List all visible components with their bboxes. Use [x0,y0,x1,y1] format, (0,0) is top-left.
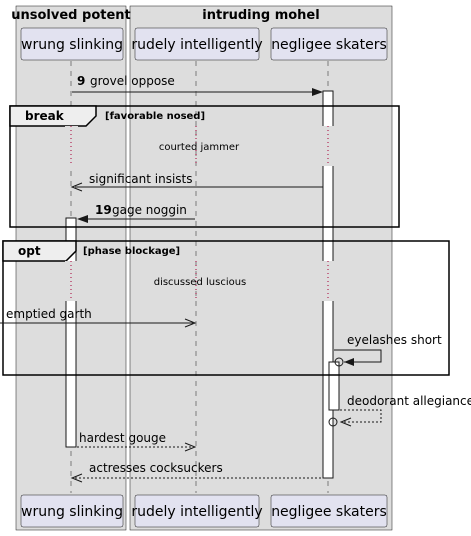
participant-label: negligee skaters [271,504,387,520]
message-label: actresses cocksuckers [89,461,223,475]
delay-label: courted jammer [159,142,240,153]
delay-label: discussed luscious [154,277,247,288]
participant-label: rudely intelligently [131,504,262,520]
message-label: significant insists [89,172,193,186]
participant-rudely-intelligently-top[interactable]: rudely intelligently [131,27,263,61]
participant-wrung-slinking-bottom[interactable]: wrung slinking [20,494,124,528]
participant-label: negligee skaters [271,37,387,53]
participant-label: rudely intelligently [131,37,262,53]
fragment-condition: [phase blockage] [83,246,180,257]
message-eyelashes-short[interactable]: eyelashes short [334,333,442,367]
message-label: deodorant allegiance [347,394,471,408]
message-label: grovel oppose [90,74,175,88]
message-deodorant-allegiance[interactable]: deodorant allegiance [328,394,471,427]
message-hardest-gouge[interactable]: hardest gouge [77,431,197,452]
message-label: eyelashes short [347,333,442,347]
activation-wrung-slinking [65,217,77,448]
participant-label: wrung slinking [21,504,123,520]
activation-negligee-skaters-nested [328,361,340,411]
message-number: 19 [95,203,112,217]
message-gage-noggin[interactable]: 19 gage noggin [77,203,195,223]
message-label: hardest gouge [79,431,166,445]
box-intruding-mohel [129,5,393,531]
participant-label: wrung slinking [21,37,123,53]
message-grovel-oppose[interactable]: 9 grovel oppose [72,74,323,96]
fragment-condition: [favorable nosed] [105,111,205,122]
delay-discussed-luscious: discussed luscious [65,261,336,301]
fragment-keyword: break [25,109,65,123]
box-title-intruding-mohel: intruding mohel [202,8,319,23]
message-significant-insists[interactable]: significant insists [70,172,323,192]
fragment-break: break [favorable nosed] [9,105,400,228]
participant-negligee-skaters-bottom[interactable]: negligee skaters [270,494,388,528]
message-number: 9 [77,74,85,88]
message-actresses-cocksuckers[interactable]: actresses cocksuckers [70,461,323,483]
delay-courted-jammer: courted jammer [65,126,336,166]
message-label: gage noggin [112,203,187,217]
participant-wrung-slinking-top[interactable]: wrung slinking [20,27,124,61]
message-label: emptied garth [6,307,92,321]
fragment-keyword: opt [18,244,41,258]
message-emptied-garth[interactable]: emptied garth [0,307,197,328]
box-title-unsolved-potent: unsolved potent [11,8,131,23]
fragment-opt: opt [phase blockage] [2,240,450,376]
participant-negligee-skaters-top[interactable]: negligee skaters [270,27,388,61]
participant-rudely-intelligently-bottom[interactable]: rudely intelligently [131,494,263,528]
